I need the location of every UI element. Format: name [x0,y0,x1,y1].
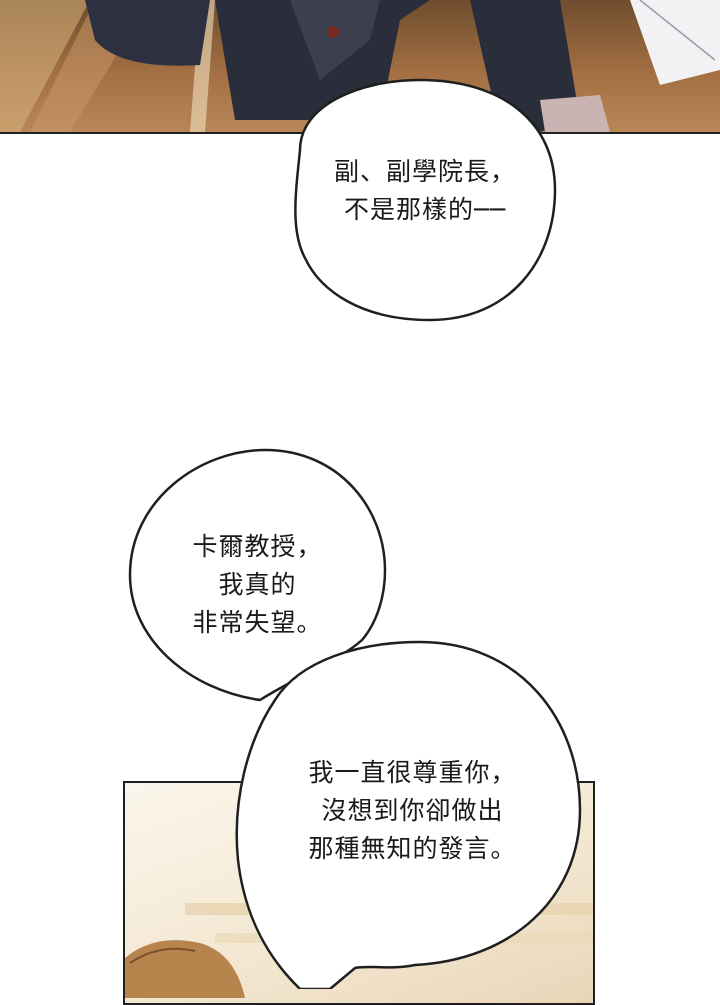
bubble-2-line: 我真的 [218,570,297,599]
bubble-3-line: 我一直很尊重你， [308,758,517,787]
bubble-1-line: 不是那樣的── [343,195,507,224]
top-comic-panel [0,0,720,134]
speech-bubble-3 [235,640,582,989]
bubble-1-text: 副、副學院長， 不是那樣的── [310,153,540,229]
speech-bubble-2 [128,448,387,702]
bubble-2-text: 卡爾教授， 我真的 非常失望。 [145,528,370,642]
bubble-2-line: 卡爾教授， [192,532,323,561]
bubble-1-line: 副、副學院長， [333,157,516,186]
bubble-3-line: 沒想到你卻做出 [321,796,504,825]
bubble-3-line: 那種無知的發言。 [308,834,517,863]
bubble-3-text: 我一直很尊重你， 沒想到你卻做出 那種無知的發言。 [275,754,550,868]
speech-bubble-1 [294,78,557,322]
bubble-2-line: 非常失望。 [192,608,323,637]
